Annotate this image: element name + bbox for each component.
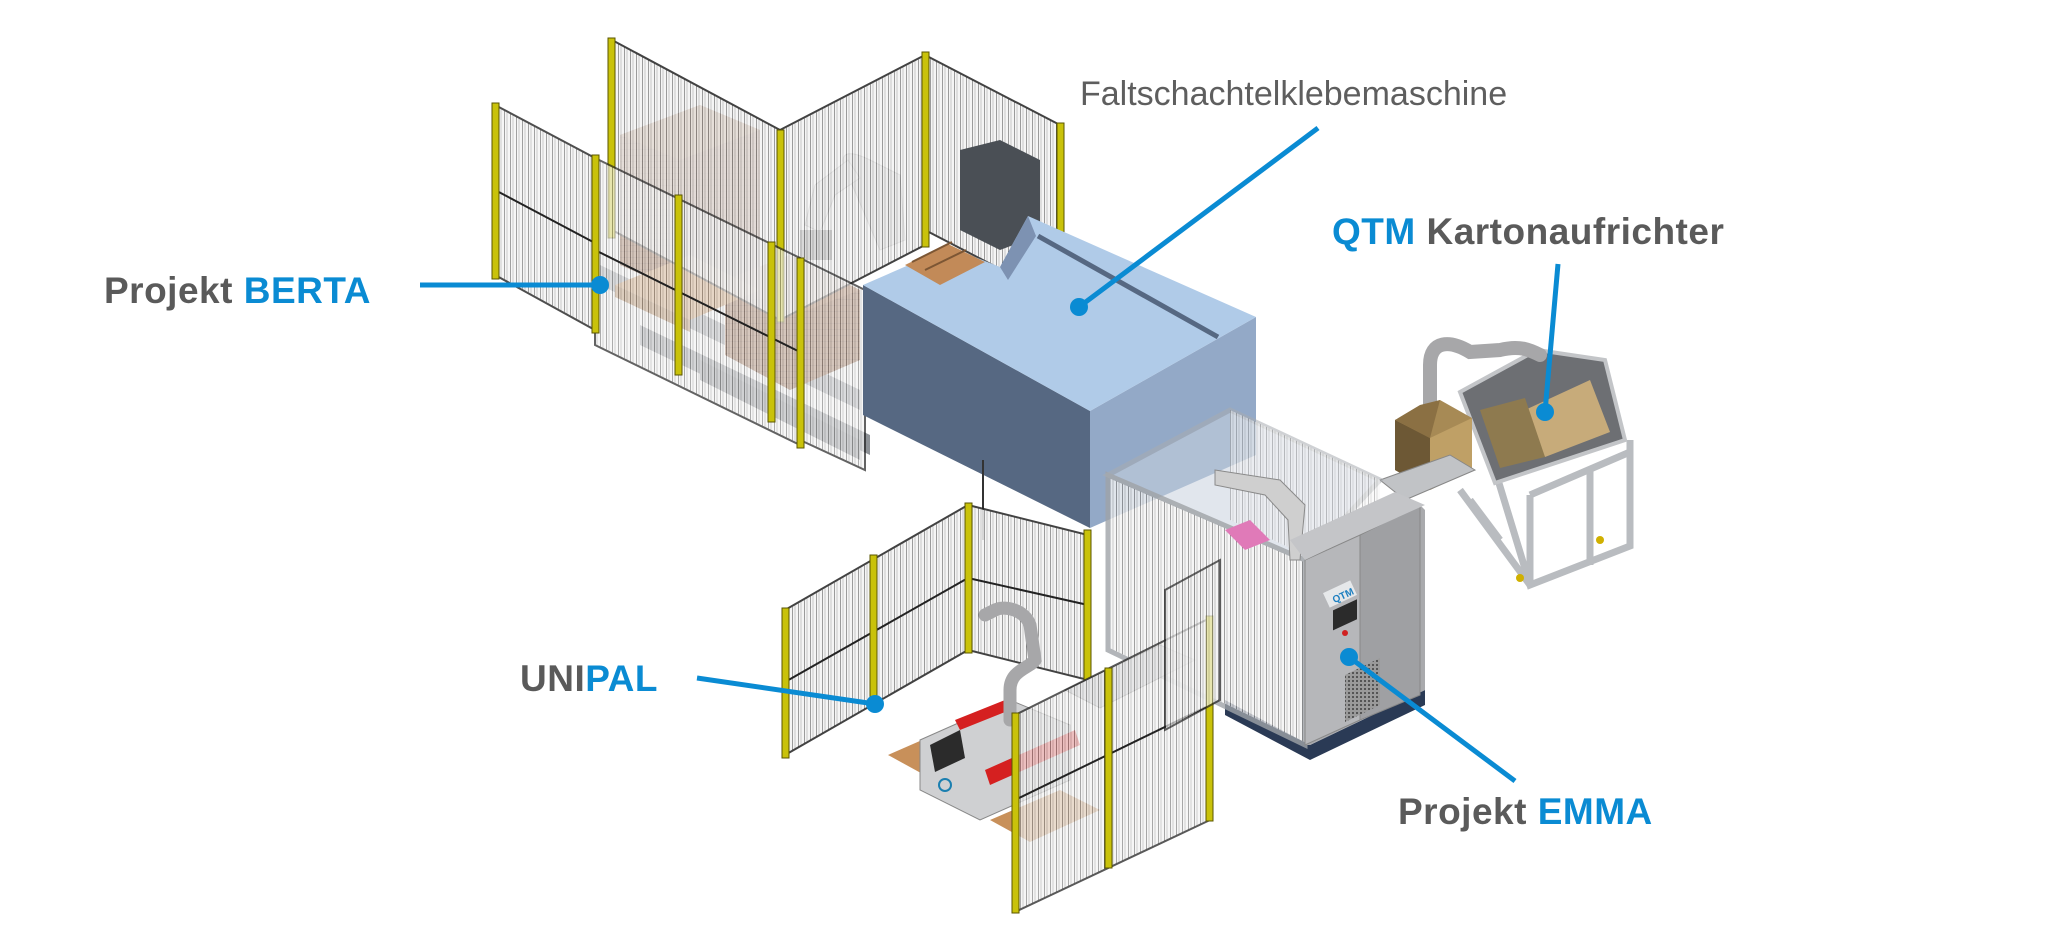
unipal-red-beam-back <box>955 698 1015 730</box>
leader-faltschachtel <box>1077 125 1320 310</box>
label-projekt-emma: Projekt EMMA <box>1398 793 1653 830</box>
folder-gluer-machine <box>863 216 1256 540</box>
label-berta-prefix: Projekt <box>104 270 244 311</box>
berta-fence-front <box>491 102 866 472</box>
leader-emma-dot <box>1340 648 1358 666</box>
label-unipal: UNIPAL <box>520 660 658 697</box>
unipal-cell <box>781 502 1221 914</box>
leader-berta-dot <box>591 276 609 294</box>
label-emma-name: EMMA <box>1537 791 1653 832</box>
wood-pallet-gluer <box>905 244 985 285</box>
leader-unipal <box>696 675 876 707</box>
leader-faltschachtel-dot <box>1070 298 1088 316</box>
label-emma-prefix: Projekt <box>1398 791 1538 832</box>
emma-robot <box>1214 469 1306 561</box>
leader-lines <box>420 125 1561 784</box>
unipal-hmi <box>930 730 965 772</box>
leader-qtm-dot <box>1536 403 1554 421</box>
label-qtm-name: Kartonaufrichter <box>1415 211 1725 252</box>
magazine-carton <box>1525 380 1610 457</box>
berta-cabinet <box>960 140 1040 250</box>
unipal-gate <box>1164 558 1221 732</box>
label-berta-name: BERTA <box>243 270 371 311</box>
label-unipal-part1: UNI <box>520 658 586 699</box>
label-projekt-berta: Projekt BERTA <box>104 272 371 309</box>
label-qtm-brand: QTM <box>1332 211 1416 252</box>
leader-unipal-dot <box>866 695 884 713</box>
label-unipal-part2: PAL <box>585 658 658 699</box>
folder-gluer-step-face <box>1000 216 1036 280</box>
label-qtm-kartonaufrichter: QTM Kartonaufrichter <box>1332 213 1724 250</box>
cabinet-hmi-screen <box>1333 599 1357 631</box>
unipal-cobot <box>978 601 1042 727</box>
label-faltschachtelklebemaschine: Faltschachtelklebemaschine <box>1080 75 1508 113</box>
leader-qtm <box>1542 263 1561 413</box>
cabinet-logo-plate <box>1323 580 1357 608</box>
qtm-control-cabinet: QTM <box>1290 492 1425 746</box>
folder-gluer-left-face <box>863 285 1090 528</box>
leader-emma <box>1347 654 1517 784</box>
erector-cobot <box>1423 337 1547 455</box>
